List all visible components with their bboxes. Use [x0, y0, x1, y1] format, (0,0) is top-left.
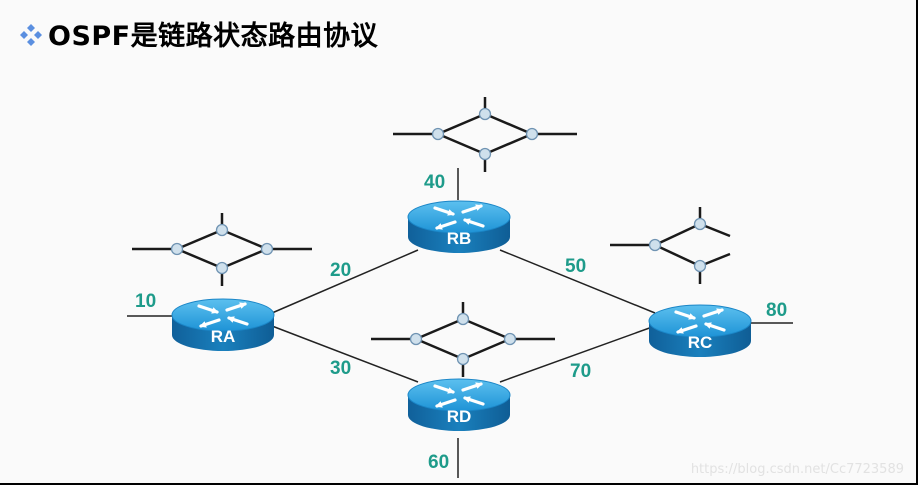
stub-lines: [127, 168, 793, 478]
lan-node: [260, 242, 274, 256]
cost-link-ra-rb: 20: [330, 260, 351, 281]
lan-ra: [132, 213, 312, 286]
router-label: RB: [447, 229, 472, 248]
watermark: https://blog.csdn.net/Cc7723589: [690, 462, 904, 477]
router-top: [648, 304, 752, 338]
router-arrows-icon: [197, 302, 249, 328]
router-rd[interactable]: RD: [407, 378, 511, 431]
cost-rb-stub: 40: [424, 172, 445, 193]
router-top: [171, 298, 275, 332]
link-rb-rc: [499, 249, 656, 314]
router-rb[interactable]: RB: [407, 200, 511, 253]
lan-node: [215, 261, 229, 275]
cost-ra-stub: 10: [135, 291, 156, 312]
lan-node: [409, 332, 423, 346]
lan-node: [478, 147, 492, 161]
lan-node: [478, 107, 492, 121]
router-label: RC: [688, 333, 713, 352]
link-ra-rb: [271, 249, 419, 314]
links: [271, 249, 656, 383]
router-top: [407, 378, 511, 412]
link-rd-rc: [499, 325, 656, 383]
router-label: RD: [447, 407, 472, 426]
router-rc[interactable]: RC: [648, 304, 752, 357]
lan-node: [503, 332, 517, 346]
router-arrows-icon: [433, 204, 485, 230]
cost-rc-stub: 80: [766, 300, 787, 321]
lan-node: [215, 223, 229, 237]
cost-link-rb-rc: 50: [565, 256, 586, 277]
title-text: OSPF是链路状态路由协议: [48, 21, 379, 52]
lan-rd: [371, 302, 555, 377]
cost-link-ra-rd: 30: [330, 358, 351, 379]
lan-node: [648, 238, 662, 252]
lan-node: [170, 242, 184, 256]
router-arrows-icon: [674, 308, 726, 334]
cost-link-rd-rc: 70: [570, 361, 591, 382]
slide-title: OSPF是链路状态路由协议: [18, 14, 378, 53]
lan-node: [693, 259, 707, 273]
lan-node: [525, 127, 539, 141]
lan-node: [693, 217, 707, 231]
lan-rc: [610, 207, 731, 284]
diamond-cluster-icon: [20, 23, 42, 46]
lan-rb: [393, 97, 577, 172]
lan-node: [456, 312, 470, 326]
router-arrows-icon: [433, 382, 485, 408]
router-label: RA: [211, 327, 236, 346]
router-top: [407, 200, 511, 234]
cost-rd-stub: 60: [428, 452, 449, 473]
lan-node: [456, 352, 470, 366]
link-ra-rd: [271, 325, 419, 383]
router-ra[interactable]: RA: [171, 298, 275, 351]
lan-node: [431, 127, 445, 141]
